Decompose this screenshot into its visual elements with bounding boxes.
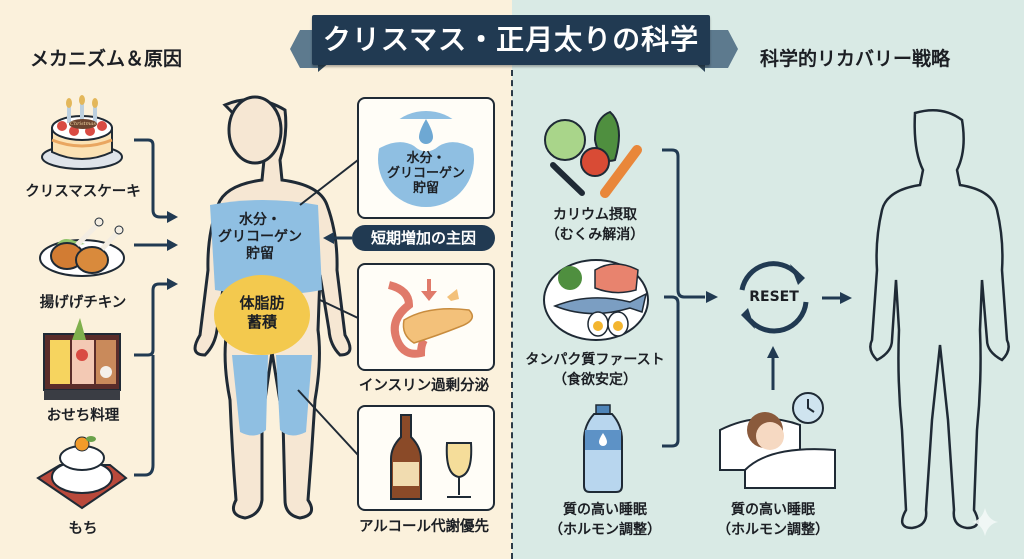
body-fat-line2: 蓄積 (246, 313, 277, 331)
body-water-line3: 貯留 (246, 246, 274, 262)
body-figure-right (869, 108, 1010, 530)
left-section-heading: メカニズム＆原因 (30, 48, 183, 70)
title-banner: クリスマス・正月太りの科学 (312, 15, 710, 65)
kagami-mochi-icon (36, 436, 128, 510)
osechi-box-icon (43, 318, 121, 400)
strategy-sleep: 質の高い睡眠 （ホルモン調整） (708, 500, 838, 540)
water-bottle-icon (583, 404, 623, 493)
strategy-protein: タンパク質ファースト （食欲安定） (520, 350, 670, 390)
strategy-protein-line1: タンパク質ファースト (525, 352, 665, 368)
reset-label: RESET (749, 289, 799, 305)
right-section-heading: 科学的リカバリー戦略 (760, 48, 951, 70)
strategy-sleep-line2: （ホルモン調整） (717, 522, 829, 538)
panel-water-line1: 水分・ (406, 151, 446, 166)
panel-water-line2: グリコーゲン (386, 166, 465, 181)
body-water-line2: グリコーゲン (218, 229, 302, 245)
panel-insulin (357, 263, 495, 371)
water-drop-icon (378, 111, 474, 207)
body-fat-label: 体脂肪 蓄積 (222, 294, 302, 332)
panel-water-line3: 貯留 (412, 181, 439, 196)
panel-alcohol (357, 405, 495, 511)
beer-wine-icon (390, 414, 473, 500)
strategy-potassium: カリウム摂取 （むくみ解消） (540, 205, 650, 245)
food-label-mochi: もち (68, 521, 98, 537)
food-label-osechi: おせち料理 (46, 408, 120, 424)
sleeping-person-icon (719, 392, 836, 489)
vegetables-icon (544, 110, 642, 198)
panel-alcohol-label: アルコール代謝優先 (358, 519, 490, 535)
body-fat-line1: 体脂肪 (239, 294, 285, 312)
panel-insulin-label: インスリン過剰分泌 (358, 378, 490, 394)
panel-water-glycogen: 水分・ グリコーゲン 貯留 (357, 97, 495, 219)
body-water-line1: 水分・ (239, 212, 281, 228)
food-label-cake: クリスマスケーキ (25, 184, 141, 200)
strategy-bottle: 質の高い睡眠 （ホルモン調整） (540, 500, 670, 540)
strategy-potassium-line1: カリウム摂取 (553, 207, 637, 223)
main-cause-pill: 短期増加の主因 (352, 225, 495, 251)
pancreas-icon (387, 279, 474, 358)
strategy-bottle-line2: （ホルモン調整） (549, 522, 661, 538)
strategy-potassium-line2: （むくみ解消） (545, 227, 645, 243)
strategy-bottle-line1: 質の高い睡眠 (563, 502, 647, 518)
fried-chicken-icon (39, 217, 125, 277)
strategy-sleep-line1: 質の高い睡眠 (731, 502, 815, 518)
section-divider (511, 70, 513, 559)
body-water-label: 水分・ グリコーゲン 貯留 (205, 212, 315, 263)
cake-icon (41, 95, 123, 170)
panel-water-text: 水分・ グリコーゲン 貯留 (359, 151, 493, 196)
reset-cycle-icon (739, 261, 809, 334)
sparkle-icon (972, 508, 998, 536)
food-label-chicken: 揚げげチキン (39, 295, 127, 311)
body-figure-left (193, 95, 352, 520)
strategy-protein-line2: （食欲安定） (553, 372, 637, 388)
cake-plate-text: Christmas (70, 121, 96, 127)
page-title: クリスマス・正月太りの科学 (322, 23, 700, 56)
protein-plate-icon (543, 259, 649, 341)
